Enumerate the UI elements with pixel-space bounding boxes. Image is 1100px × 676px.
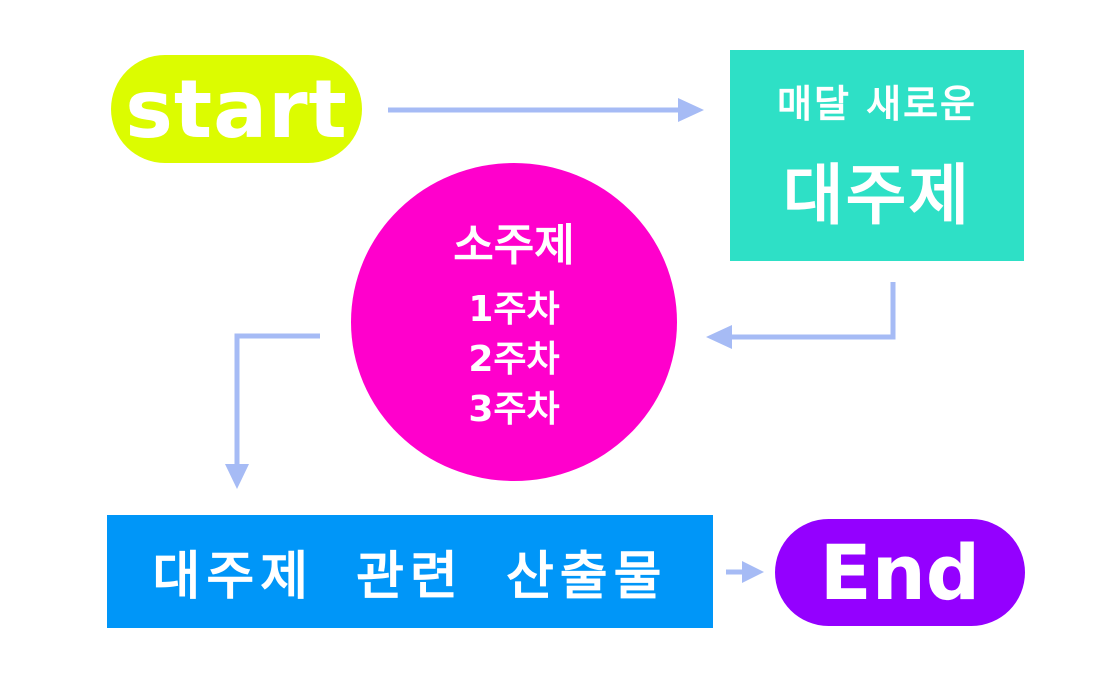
outputs-box: 대주제 관련 산출물 (107, 515, 713, 628)
sub-topic-circle: 소주제 1주차 2주차 3주차 (351, 163, 677, 481)
arrow-sub-topic-to-outputs (234, 333, 320, 466)
arrowhead-sub-topic (706, 325, 732, 349)
arrowhead-main-topic (678, 98, 704, 122)
week-label: 1주차 (468, 289, 560, 330)
sub-topic-title: 소주제 (453, 220, 575, 271)
week-label: 3주차 (468, 389, 560, 430)
arrowhead-outputs (225, 464, 249, 489)
main-topic-caption: 매달 새로운 (776, 82, 978, 126)
start-node: start (111, 55, 362, 163)
week-label: 2주차 (468, 339, 560, 380)
end-label: End (819, 528, 981, 617)
outputs-label: 대주제 관련 산출물 (152, 547, 668, 607)
main-topic-box: 매달 새로운 대주제 (730, 50, 1024, 261)
main-topic-title: 대주제 (782, 157, 972, 234)
arrowhead-end (742, 561, 764, 583)
end-node: End (775, 519, 1025, 626)
arrow-main-topic-to-sub-topic (730, 282, 896, 340)
start-label: start (125, 62, 348, 156)
